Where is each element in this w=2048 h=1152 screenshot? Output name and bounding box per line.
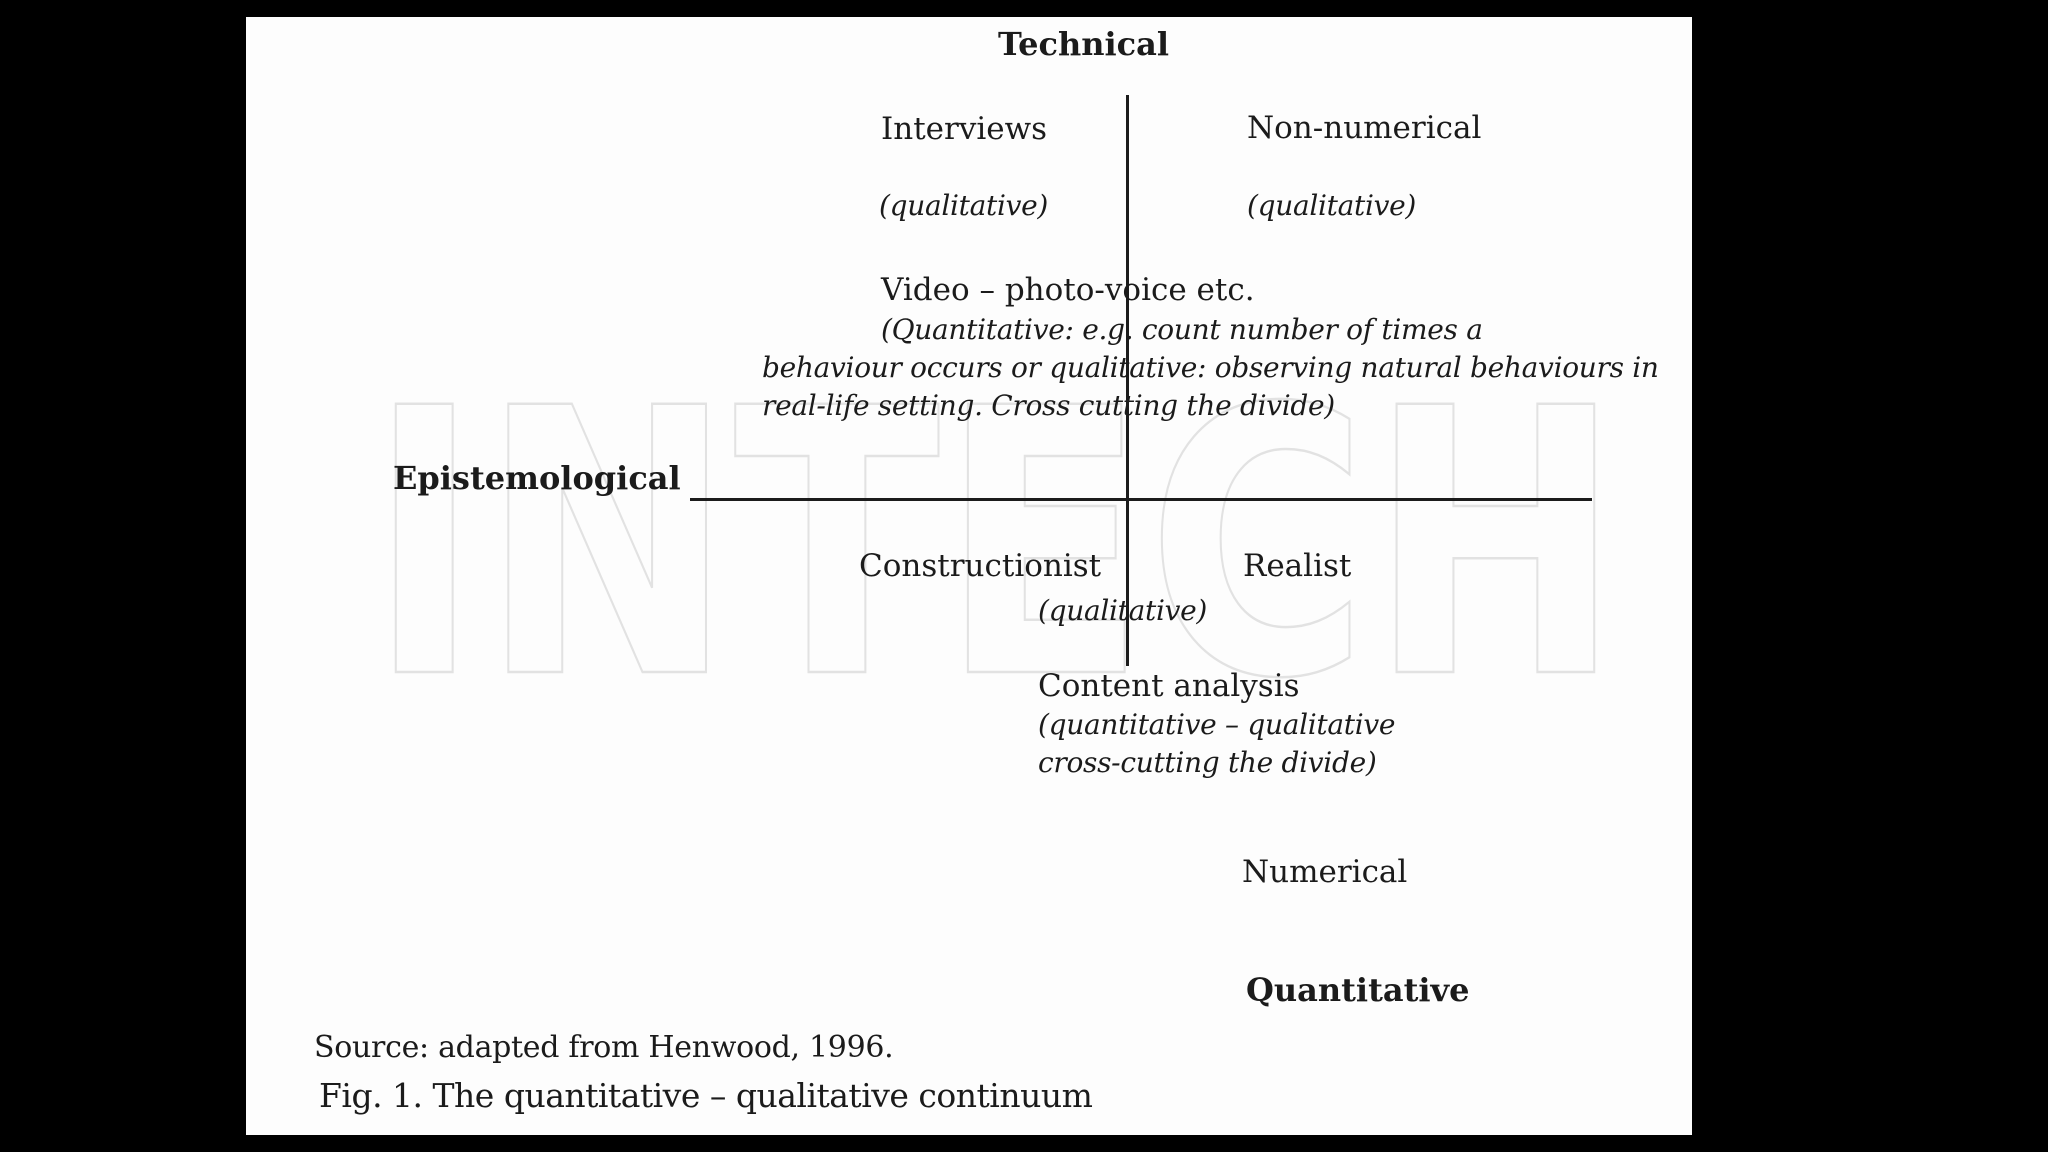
axis-label-epistemological: Epistemological [393, 459, 681, 497]
center-note-line1: (Quantitative: e.g. count number of time… [881, 313, 1483, 346]
bottom-center-line1: (quantitative – qualitative [1038, 708, 1396, 741]
figure-source: Source: adapted from Henwood, 1996. [314, 1030, 894, 1065]
axis-label-quantitative: Quantitative [1246, 971, 1470, 1009]
quadrant-top-left-subtitle: (qualitative) [879, 189, 1049, 222]
quadrant-bottom-right-title: Realist [1243, 548, 1352, 584]
axis-label-technical: Technical [998, 25, 1170, 63]
quadrant-top-left-title: Interviews [881, 111, 1048, 147]
paper-page: INTECH Technical Epistemological Quantit… [246, 17, 1692, 1135]
center-note-line3: real-life setting. Cross cutting the div… [762, 389, 1335, 422]
bottom-center-line2: cross-cutting the divide) [1038, 746, 1377, 779]
quadrant-top-right-title: Non-numerical [1247, 110, 1482, 146]
bottom-center-subtitle: (qualitative) [1038, 594, 1208, 627]
bottom-center-title: Content analysis [1038, 668, 1300, 704]
center-note-line2: behaviour occurs or qualitative: observi… [762, 351, 1659, 384]
quadrant-bottom-left-title: Constructionist [859, 548, 1102, 584]
horizontal-axis-line [690, 498, 1592, 501]
figure-caption: Fig. 1. The quantitative – qualitative c… [319, 1076, 1093, 1115]
label-numerical: Numerical [1242, 854, 1408, 890]
center-note-title: Video – photo-voice etc. [881, 272, 1255, 308]
vertical-axis-line [1126, 95, 1129, 666]
quadrant-top-right-subtitle: (qualitative) [1247, 189, 1417, 222]
